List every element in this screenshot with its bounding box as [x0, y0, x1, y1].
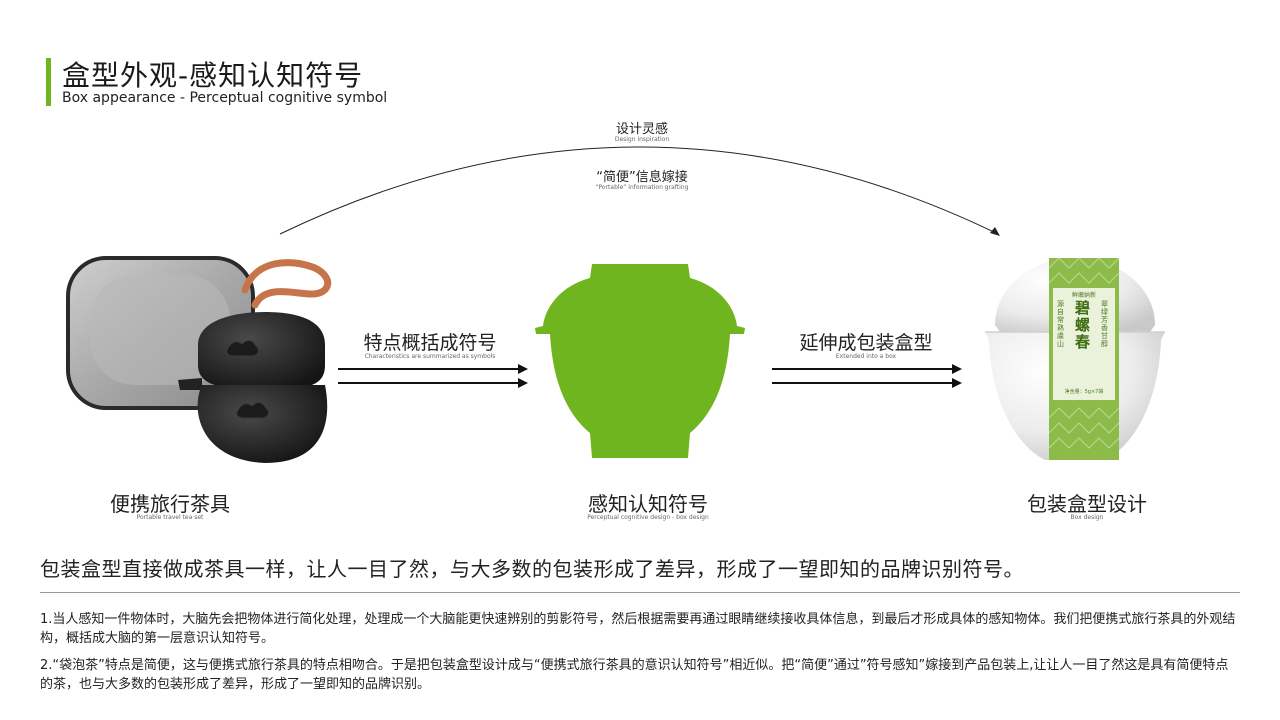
band-pattern — [1049, 258, 1119, 449]
page-subtitle: Box appearance - Perceptual cognitive sy… — [62, 90, 388, 106]
stage-1-label-en: Portable travel tea set — [136, 514, 204, 521]
stage-3-label-en: Box design — [1070, 514, 1104, 521]
band-product-name: 碧螺春 — [1075, 299, 1091, 351]
page-title: 盒型外观-感知认知符号 — [62, 59, 364, 92]
band-top-text: 鲜嫩纳新 — [1071, 292, 1096, 299]
arrow-2-label: 延伸成包装盒型 — [799, 332, 933, 354]
summary-text: 包装盒型直接做成茶具一样，让人一目了然，与大多数的包装形成了差异，形成了一望即知… — [40, 557, 1024, 581]
inspiration-title: 设计灵感 — [615, 122, 668, 137]
stage-2-label-en: Perceptual cognitive design - box design — [587, 514, 709, 521]
green-label-band: 鲜嫩纳新 源自常熟虞山 碧螺春 翠绿芳香甘醇 净含量：5g×7袋 — [1049, 258, 1119, 460]
title-accent-bar — [46, 58, 51, 106]
stage-2-label: 感知认知符号 — [588, 492, 708, 516]
arrow-1-label: 特点概括成符号 — [363, 332, 497, 354]
note-1: 1.当人感知一件物体时，大脑先会把物体进行简化处理，处理成一个大脑能更快速辨别的… — [40, 612, 1236, 646]
package-box-illustration: 鲜嫩纳新 源自常熟虞山 碧螺春 翠绿芳香甘醇 净含量：5g×7袋 — [975, 250, 1175, 475]
double-arrow-1 — [338, 364, 528, 388]
divider — [40, 592, 1240, 593]
inspiration-subtitle-en: “Portable” information grafting — [595, 184, 689, 191]
travel-tea-set-illustration — [66, 256, 331, 463]
green-teacup-symbol — [535, 264, 745, 458]
band-col-2: 翠绿芳香甘醇 — [1101, 300, 1108, 348]
arrow-2-label-en: Extended into a box — [835, 353, 897, 360]
band-weight: 净含量：5g×7袋 — [1064, 389, 1104, 395]
stage-3-label: 包装盒型设计 — [1027, 492, 1147, 516]
inspiration-title-en: Design inspiration — [614, 136, 670, 143]
arrow-1-label-en: Characteristics are summarized as symbol… — [364, 353, 496, 360]
band-col-1: 源自常熟虞山 — [1057, 300, 1064, 348]
note-2: 2.“袋泡茶”特点是简便，这与便携式旅行茶具的特点相吻合。于是把包装盒型设计成与… — [40, 658, 1229, 692]
band-inner-panel: 鲜嫩纳新 源自常熟虞山 碧螺春 翠绿芳香甘醇 净含量：5g×7袋 — [1053, 288, 1115, 400]
inspiration-subtitle: “简便”信息嫁接 — [596, 170, 688, 185]
stage-1-label: 便携旅行茶具 — [110, 492, 230, 516]
double-arrow-2 — [772, 364, 962, 388]
